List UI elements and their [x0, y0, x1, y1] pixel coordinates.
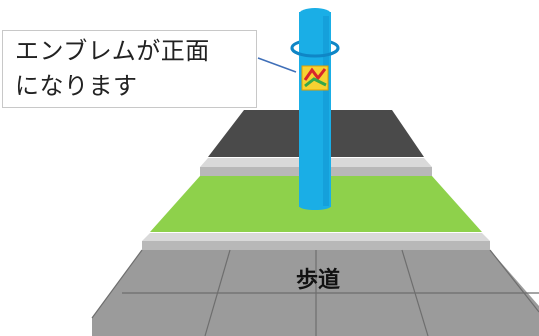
emblem-icon	[301, 65, 329, 91]
pole-shading	[323, 16, 329, 206]
near-curb-top	[142, 233, 490, 241]
near-curb-face	[142, 241, 490, 250]
sidewalk-label: 歩道	[296, 268, 341, 293]
callout-line-1: エンブレムが正面	[15, 37, 210, 65]
pole-cap	[299, 8, 331, 20]
callout-pointer	[257, 57, 297, 73]
paving-joints	[91, 249, 539, 336]
pole-ring-front	[290, 47, 340, 58]
pole-base	[299, 202, 331, 210]
callout-line-2: になります	[15, 72, 138, 100]
pole-body	[299, 12, 331, 207]
emblem-callout: エンブレムが正面 になります	[2, 30, 257, 108]
